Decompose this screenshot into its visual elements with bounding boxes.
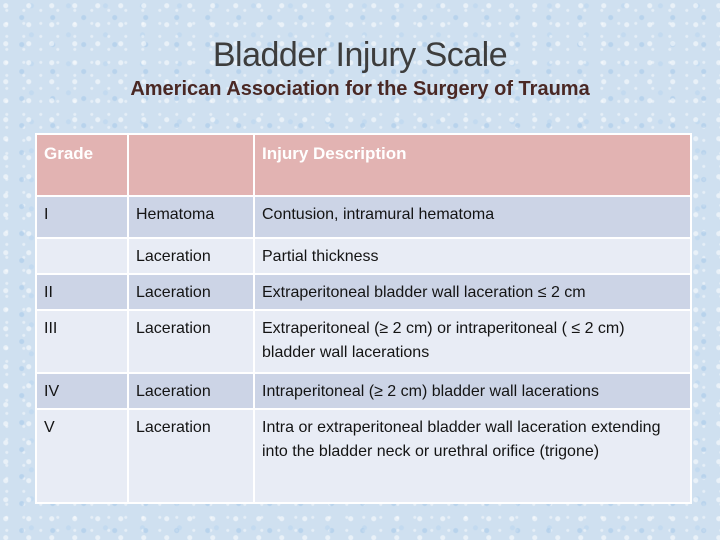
type-cell: Laceration xyxy=(127,372,255,410)
header-grade: Grade xyxy=(35,133,129,197)
grade-cell: III xyxy=(35,309,129,374)
grade-cell: IV xyxy=(35,372,129,410)
header-row: Grade Injury Description xyxy=(35,133,692,197)
type-cell: Laceration xyxy=(127,309,255,374)
description-cell: Intraperitoneal (≥ 2 cm) bladder wall la… xyxy=(253,372,692,410)
type-cell: Hematoma xyxy=(127,195,255,239)
type-cell: Laceration xyxy=(127,408,255,504)
description-cell: Partial thickness xyxy=(253,237,692,275)
header-type xyxy=(127,133,255,197)
description-cell: Intra or extraperitoneal bladder wall la… xyxy=(253,408,692,504)
description-cell: Extraperitoneal (≥ 2 cm) or intraperiton… xyxy=(253,309,692,374)
slide-title: Bladder Injury Scale xyxy=(212,36,508,74)
description-cell: Contusion, intramural hematoma xyxy=(253,195,692,239)
description-cell: Extraperitoneal bladder wall laceration … xyxy=(253,273,692,311)
header-injury-description: Injury Description xyxy=(253,133,692,197)
grade-cell: V xyxy=(35,408,129,504)
grade-cell: II xyxy=(35,273,129,311)
slide-subtitle: American Association for the Surgery of … xyxy=(130,78,590,100)
table-header: Grade Injury Description xyxy=(35,133,692,197)
grade-cell: I xyxy=(35,195,129,239)
type-cell: Laceration xyxy=(127,273,255,311)
type-cell: Laceration xyxy=(127,237,255,275)
grade-cell xyxy=(35,237,129,275)
